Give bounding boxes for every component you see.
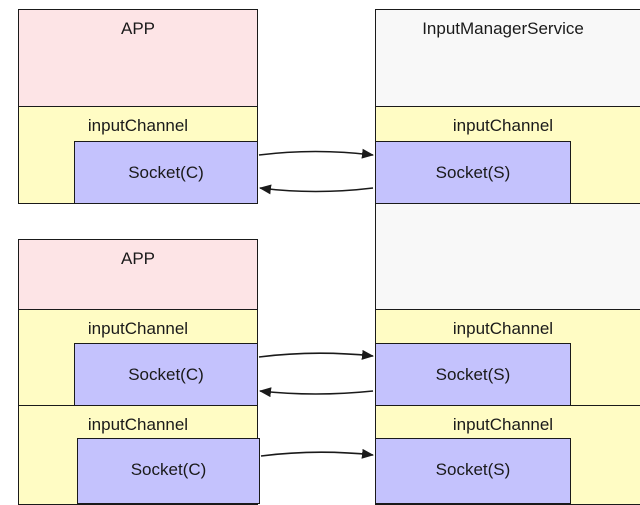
service-socket-server-1: Socket(S) <box>375 141 571 204</box>
app-top-channel-label: inputChannel <box>87 116 189 135</box>
arrow-s1-to-c1 <box>259 184 374 195</box>
service-socket-2-label: Socket(S) <box>435 364 511 384</box>
service-socket-3-label: Socket(S) <box>435 460 511 479</box>
service-channel-3-label: inputChannel <box>452 415 554 434</box>
arrow-s2-to-c2 <box>259 387 374 398</box>
arrow-c2-to-s2 <box>258 349 374 360</box>
app-top-socket-client: Socket(C) <box>74 141 258 204</box>
arrow-c3-to-s3 <box>260 448 374 459</box>
arrow-c1-to-s1 <box>258 148 374 159</box>
service-channel-2-label: inputChannel <box>452 319 554 338</box>
service-socket-1-label: Socket(S) <box>435 162 511 182</box>
connection-arrows <box>258 148 374 459</box>
app-bottom-channel-1-label: inputChannel <box>87 319 189 338</box>
app-top-socket-label: Socket(C) <box>128 162 204 182</box>
service-title: InputManagerService <box>422 19 584 38</box>
service-channel-1-label: inputChannel <box>452 116 554 135</box>
app-bottom-channel-2-label: inputChannel <box>87 415 189 434</box>
app-bottom-title: APP <box>120 249 156 268</box>
app-top-title: APP <box>120 19 156 38</box>
app-bottom-socket-1-label: Socket(C) <box>128 364 204 384</box>
app-bottom-box: APP <box>18 239 258 310</box>
app-top-box: APP <box>18 9 258 107</box>
app-bottom-socket-2-label: Socket(C) <box>130 460 207 479</box>
